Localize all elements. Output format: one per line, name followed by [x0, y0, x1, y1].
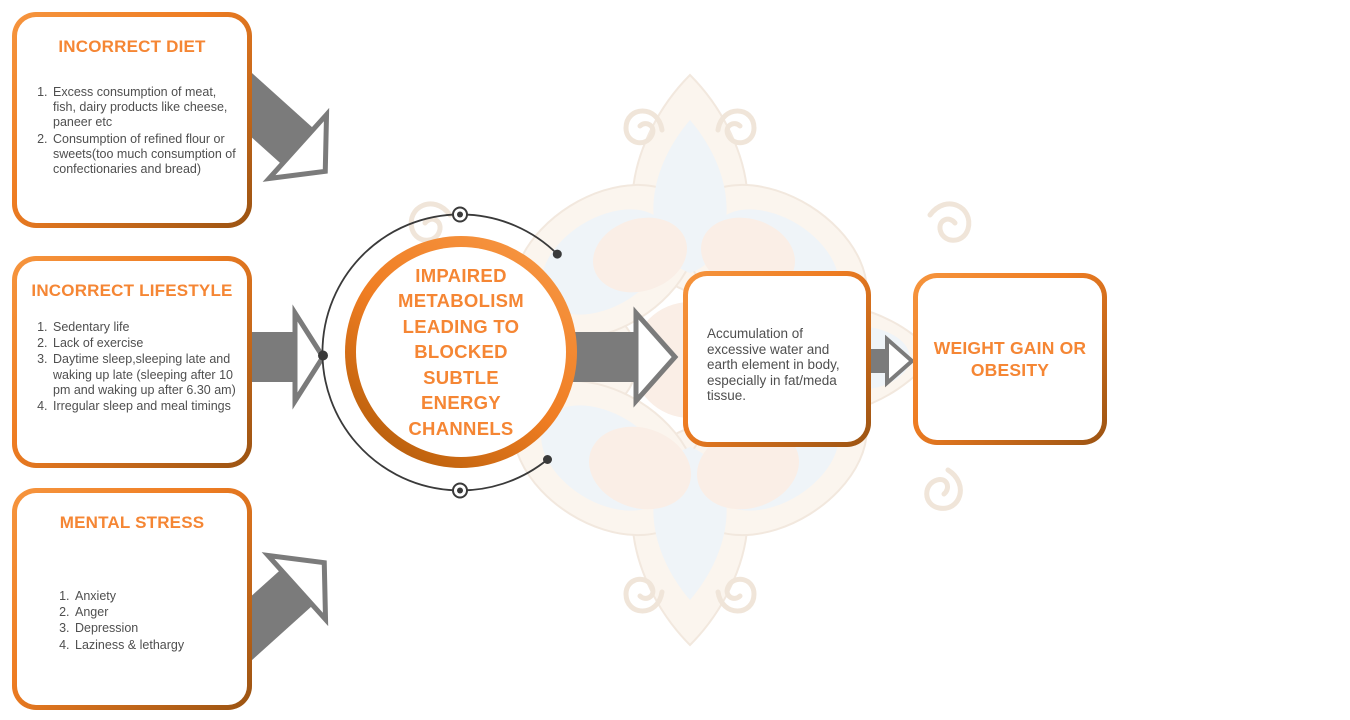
center-circle-text: IMPAIRED METABOLISM LEADING TO BLOCKED S… — [398, 263, 524, 442]
arc-top-bullseye-icon — [452, 206, 468, 223]
result-box-weight-gain: WEIGHT GAIN OR OBESITY — [913, 273, 1107, 445]
cause-box-incorrect-diet: INCORRECT DIET Excess consumption of mea… — [12, 12, 252, 228]
box-title: INCORRECT DIET — [58, 37, 206, 56]
list-item: Lack of exercise — [51, 336, 239, 351]
arc-bottom-bullseye-icon — [452, 482, 468, 499]
center-circle: IMPAIRED METABOLISM LEADING TO BLOCKED S… — [345, 236, 577, 468]
list-item: Irregular sleep and meal timings — [51, 399, 239, 414]
cause-box-incorrect-lifestyle: INCORRECT LIFESTYLE Sedentary life Lack … — [12, 256, 252, 468]
list-item: Depression — [73, 621, 239, 636]
list-item: Laziness & lethargy — [73, 638, 239, 653]
effect-text: Accumulation of excessive water and eart… — [707, 326, 840, 404]
result-center: WEIGHT GAIN OR OBESITY — [918, 278, 1102, 440]
cause-list: Anxiety Anger Depression Laziness & leth… — [17, 589, 247, 653]
result-box-body: WEIGHT GAIN OR OBESITY — [918, 278, 1102, 440]
list-item: Anger — [73, 605, 239, 620]
circle-line: BLOCKED — [414, 341, 508, 363]
arc-left-dot — [318, 350, 328, 361]
arc-end-dot — [552, 249, 562, 259]
circle-line: LEADING TO — [402, 315, 520, 337]
center-circle-inner: IMPAIRED METABOLISM LEADING TO BLOCKED S… — [356, 247, 566, 457]
arc-end-dot — [543, 455, 552, 464]
list-item: Anxiety — [73, 589, 239, 604]
list-item: Consumption of refined flour or sweets(t… — [51, 132, 239, 178]
cause-list: Excess consumption of meat, fish, dairy … — [17, 85, 247, 177]
circle-line: IMPAIRED — [415, 264, 507, 286]
result-title: WEIGHT GAIN OR OBESITY — [933, 338, 1087, 380]
circle-line: ENERGY — [421, 392, 501, 414]
cause-box-mental-stress: MENTAL STRESS Anxiety Anger Depression L… — [12, 488, 252, 710]
box-title: INCORRECT LIFESTYLE — [31, 281, 233, 300]
box-title: MENTAL STRESS — [59, 513, 205, 532]
circle-line: CHANNELS — [408, 417, 514, 439]
cause-box-body: INCORRECT LIFESTYLE Sedentary life Lack … — [17, 261, 247, 463]
list-item: Excess consumption of meat, fish, dairy … — [51, 85, 239, 131]
effect-box-accumulation: Accumulation of excessive water and eart… — [683, 271, 871, 447]
effect-box-body: Accumulation of excessive water and eart… — [688, 276, 866, 442]
circle-line: METABOLISM — [398, 290, 524, 312]
list-item: Sedentary life — [51, 320, 239, 335]
list-item: Daytime sleep,sleeping late and waking u… — [51, 352, 239, 398]
circle-line: SUBTLE — [423, 366, 499, 388]
cause-box-body: MENTAL STRESS Anxiety Anger Depression L… — [17, 493, 247, 705]
cause-list: Sedentary life Lack of exercise Daytime … — [17, 320, 247, 414]
circle-connector-arc — [318, 206, 562, 499]
cause-box-body: INCORRECT DIET Excess consumption of mea… — [17, 17, 247, 223]
